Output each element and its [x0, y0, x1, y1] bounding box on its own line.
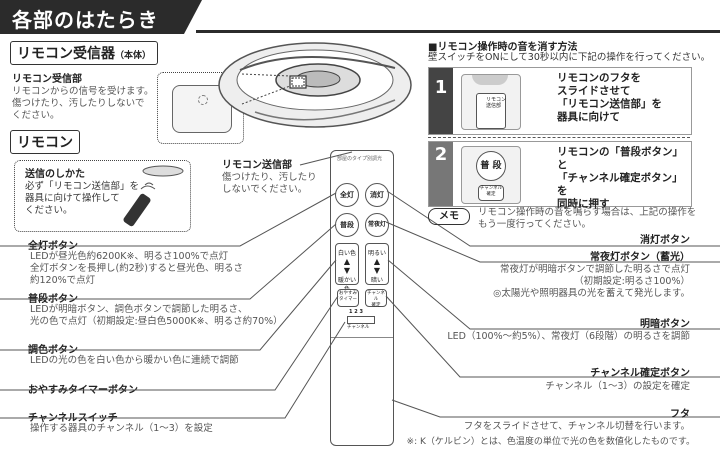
receiver-section-title: リモコン受信器（本体） [10, 41, 159, 65]
step2-illustration: 普 段 チャンネル 確定 [461, 146, 521, 204]
receiver-closeup-frame [157, 72, 244, 144]
send-method-desc: 必ず「リモコン送信部」を器具に向けて操作してください。 [25, 181, 140, 216]
cover-label: フタ [670, 409, 690, 420]
channel-confirm-button[interactable]: チャンネル 確定 [365, 289, 387, 308]
channel-switch-desc: 操作する器具のチャンネル（1〜3）を設定 [30, 423, 213, 434]
brightness-button-label: 明暗ボタン [640, 319, 690, 330]
all-on-button-desc: LEDが昼光色約6200K※、明るさ100%で点灯全灯ボタンを長押し(約2秒)す… [30, 251, 243, 286]
night-light-button[interactable]: 常夜灯 [365, 213, 389, 237]
memo-text: リモコン操作時の音を鳴らす場合は、上記の操作をもう一度行ってください。 [478, 207, 697, 230]
off-button-label: 消灯ボタン [640, 235, 690, 246]
mute-step-2: 2 普 段 チャンネル 確定 リモコンの「普段ボタン」と「チャンネル確定ボタン」… [428, 141, 692, 210]
memo-tag: メモ [428, 208, 470, 225]
send-method-box: 送信のしかた 必ず「リモコン送信部」を器具に向けて操作してください。 [14, 160, 191, 232]
normal-button[interactable]: 普段 [335, 213, 359, 237]
step2-normal-button: 普 段 [476, 151, 506, 181]
night-light-button-desc: 常夜灯が明暗ボタンで調節した明るさで点灯（初期設定:明るさ100%）◎太陽光や照… [493, 264, 690, 299]
step1-illustration: リモコン 送信部 [461, 74, 521, 130]
mute-section-title: ■リモコン操作時の音を消す方法 [428, 42, 578, 53]
channel-confirm-label: チャンネル確定ボタン [590, 368, 690, 379]
remote-section-title: リモコン [10, 130, 80, 154]
transmitter-desc: 傷つけたり、汚したりしないでください。 [222, 172, 317, 195]
channel-switch[interactable] [347, 316, 375, 324]
hand-remote-icon [123, 165, 184, 227]
step2-channel-button: チャンネル 確定 [478, 185, 504, 201]
cover-desc: フタをスライドさせて、チャンネル切替を行います。 [463, 421, 690, 432]
cover-edge [331, 337, 393, 338]
receiver-desc: リモコンからの信号を受けます。傷つけたり、汚したりしないでください。 [12, 86, 154, 121]
receiver-label: リモコン受信部 [12, 74, 82, 85]
all-on-button[interactable]: 全灯 [335, 183, 359, 207]
footnote: ※: K（ケルビン）とは、色温度の単位で光の色を数値化したものです。 [406, 437, 695, 447]
send-method-label: 送信のしかた [25, 169, 85, 180]
brightness-button[interactable]: 明るい▲▼暗い [365, 243, 389, 285]
mute-step-1: 1 リモコン 送信部 リモコンのフタをスライドさせて「リモコン送信部」を器具に向… [428, 67, 692, 135]
transmitter-label: リモコン送信部 [222, 160, 292, 171]
color-adjust-button[interactable]: 白い色▲▼暖かい色 [335, 243, 359, 293]
sleep-timer-button[interactable]: おやすみ タイマー [337, 289, 359, 307]
mute-section-intro: 壁スイッチをONにして30秒以内に下記の操作を行ってください。 [428, 52, 711, 63]
channel-confirm-desc: チャンネル（1〜3）の設定を確定 [545, 381, 690, 392]
brightness-button-desc: LED（100%〜約5%）、常夜灯（6段階）の明るさを調節 [447, 331, 690, 342]
page-header: 各部のはたらき [0, 0, 720, 34]
step2-text: リモコンの「普段ボタン」と「チャンネル確定ボタン」を同時に押す [557, 146, 683, 210]
remote-control: 部屋のタイプ別調光 全灯 消灯 普段 常夜灯 白い色▲▼暖かい色 明るい▲▼暗い… [330, 150, 394, 446]
night-light-button-label: 常夜灯ボタン（蓄光） [590, 252, 690, 263]
step1-text: リモコンのフタをスライドさせて「リモコン送信部」を器具に向けて [557, 72, 662, 123]
off-button[interactable]: 消灯 [365, 183, 389, 207]
page-title: 各部のはたらき [12, 8, 159, 32]
normal-button-desc: LEDが明暗ボタン、調色ボタンで調節した明るさ、光の色で点灯（初期設定:昼白色5… [30, 304, 283, 327]
color-button-desc: LEDの光の色を白い色から暖かい色に連続で調節 [30, 355, 239, 366]
